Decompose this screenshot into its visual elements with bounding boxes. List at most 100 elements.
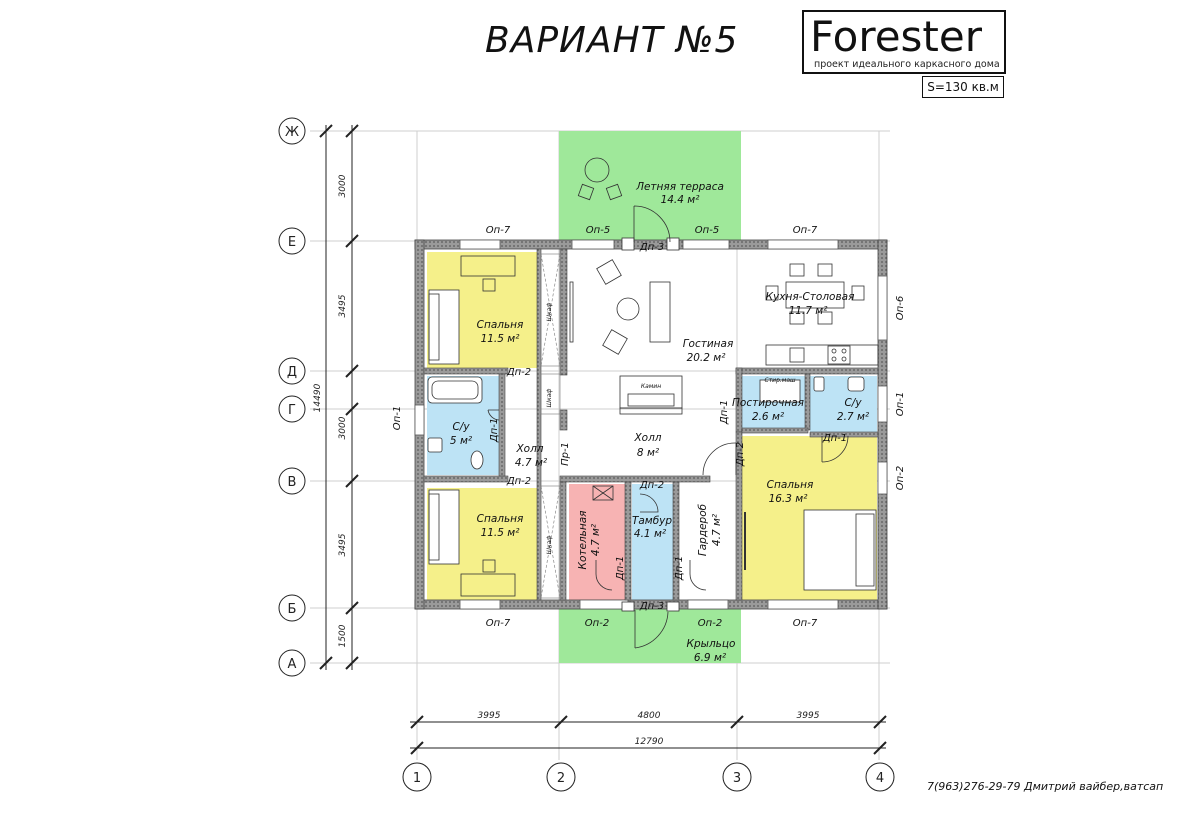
door-label: Дп-2: [506, 476, 531, 487]
axis-col-label: 2: [557, 771, 565, 786]
room-name: Холл: [515, 443, 543, 455]
brand-subtitle: проект идеального каркасного дома: [814, 59, 1000, 70]
axis-col-marker: [865, 762, 895, 792]
interior-walls: [423, 248, 879, 601]
room-name: Постирочная: [732, 397, 804, 409]
window-label: Оп-7: [793, 618, 818, 629]
door-label: Дп-1: [822, 433, 847, 444]
svg-text:3995: 3995: [478, 711, 501, 721]
axis-row-label: Г: [288, 403, 296, 418]
room-area: 11.7 м²: [789, 305, 829, 317]
closet-label: Шкаф: [546, 389, 553, 408]
room-name: Спальня: [477, 319, 524, 331]
washer-label: Стир.маш: [765, 377, 797, 384]
axis-col-label: 1: [413, 771, 421, 786]
room-area: 20.2 м²: [687, 352, 727, 364]
room-area: 11.5 м²: [481, 333, 521, 345]
room-name: Летняя терраса: [635, 181, 724, 193]
axis-col-label: 3: [733, 771, 741, 786]
furniture-labels: Камин Стир.маш Шкаф Шкаф Шкаф: [546, 303, 796, 555]
door-label: Дп-3: [639, 601, 664, 612]
room-area: 6.9 м²: [694, 652, 727, 664]
svg-text:3000: 3000: [338, 174, 348, 197]
svg-text:14490: 14490: [313, 383, 323, 412]
axis-col-marker: [722, 762, 752, 792]
beds: [428, 289, 877, 591]
porch-area: [559, 608, 741, 663]
contact-info: 7(963)276-29-79 Дмитрий вайбер,ватсап: [927, 780, 1164, 793]
svg-text:3495: 3495: [338, 533, 348, 556]
room-name: Кухня-Столовая: [766, 291, 855, 303]
axis-row-marker: [278, 227, 306, 255]
room-name: Котельная: [577, 511, 589, 570]
axis-labels: Ж Е Д Г В Б А 1 2 3 4: [285, 125, 884, 786]
axis-row-marker: [278, 395, 306, 423]
window-label: Оп-2: [585, 618, 609, 629]
window-label: Оп-5: [586, 225, 610, 236]
room-name: Холл: [633, 432, 661, 444]
brand-logo: Forester проект идеального каркасного до…: [802, 10, 1006, 74]
door-label: Дп-2: [639, 480, 664, 491]
area-badge: S=130 кв.м: [922, 76, 1004, 98]
window-label: Оп-7: [486, 225, 511, 236]
door-label: Дп-2: [506, 367, 531, 378]
closets: [540, 253, 561, 599]
desks: [460, 255, 516, 597]
room-area: 16.3 м²: [769, 493, 809, 505]
axis-row-label: Ж: [285, 125, 299, 140]
door-label: Дп-1: [674, 556, 685, 581]
axis-row-marker: [278, 649, 306, 677]
room-area: 11.5 м²: [481, 527, 521, 539]
door-label: Дп-1: [489, 418, 500, 443]
axis-row-marker: [278, 357, 306, 385]
window-label: Оп-7: [793, 225, 818, 236]
room-name: Спальня: [767, 479, 814, 491]
svg-text:1500: 1500: [338, 624, 348, 647]
room-name: Тамбур: [632, 515, 672, 527]
room-area: 2.7 м²: [837, 411, 870, 423]
svg-text:3495: 3495: [338, 294, 348, 317]
axis-row-marker: [278, 117, 306, 145]
room-area: 4.7 м²: [590, 523, 602, 556]
room-area: 2.6 м²: [752, 411, 785, 423]
doors: [487, 205, 849, 649]
closet-label: Шкаф: [546, 303, 553, 322]
vestibule-fill: [632, 484, 674, 600]
door-label: Дп-1: [615, 556, 626, 581]
window-label: Оп-6: [895, 296, 906, 320]
terrace-furniture: [577, 157, 623, 201]
room-name: С/у: [452, 421, 470, 433]
axis-row-label: Б: [288, 602, 297, 617]
door-label: Дп-1: [719, 400, 730, 425]
axis-col-marker: [546, 762, 576, 792]
window-label: Оп-7: [486, 618, 511, 629]
window-label: Оп-2: [698, 618, 722, 629]
svg-text:3000: 3000: [338, 416, 348, 439]
room-name: Гостиная: [683, 338, 734, 350]
window-label: Оп-1: [895, 392, 906, 416]
closet-label: Шкаф: [546, 536, 553, 555]
axis-row-label: Е: [288, 235, 296, 250]
svg-text:12790: 12790: [635, 737, 664, 747]
room-area: 4.1 м²: [634, 528, 667, 540]
svg-text:4800: 4800: [638, 711, 661, 721]
living-furniture: [569, 259, 683, 415]
axis-row-label: Д: [287, 365, 297, 380]
kitchen-furniture: [765, 263, 879, 366]
room-area: 4.7 м²: [515, 457, 548, 469]
axis-row-label: А: [288, 657, 297, 672]
windows: [414, 239, 888, 610]
window-label: Оп-2: [895, 466, 906, 490]
door-label: Дп-3: [639, 242, 664, 253]
bath-fixtures: [427, 376, 865, 470]
room-area: 4.7 м²: [711, 513, 723, 546]
dimension-values: 3000 3495 3000 3495 1500 14490 3995 4800…: [313, 174, 820, 747]
svg-text:3995: 3995: [797, 711, 820, 721]
axis-row-label: В: [288, 475, 297, 490]
room-name: Гардероб: [697, 503, 709, 556]
door-label: Пр-1: [560, 442, 571, 466]
axis-row-marker: [278, 594, 306, 622]
room-name: С/у: [844, 397, 862, 409]
room-name: Спальня: [477, 513, 524, 525]
fireplace-label: Камин: [641, 383, 661, 390]
